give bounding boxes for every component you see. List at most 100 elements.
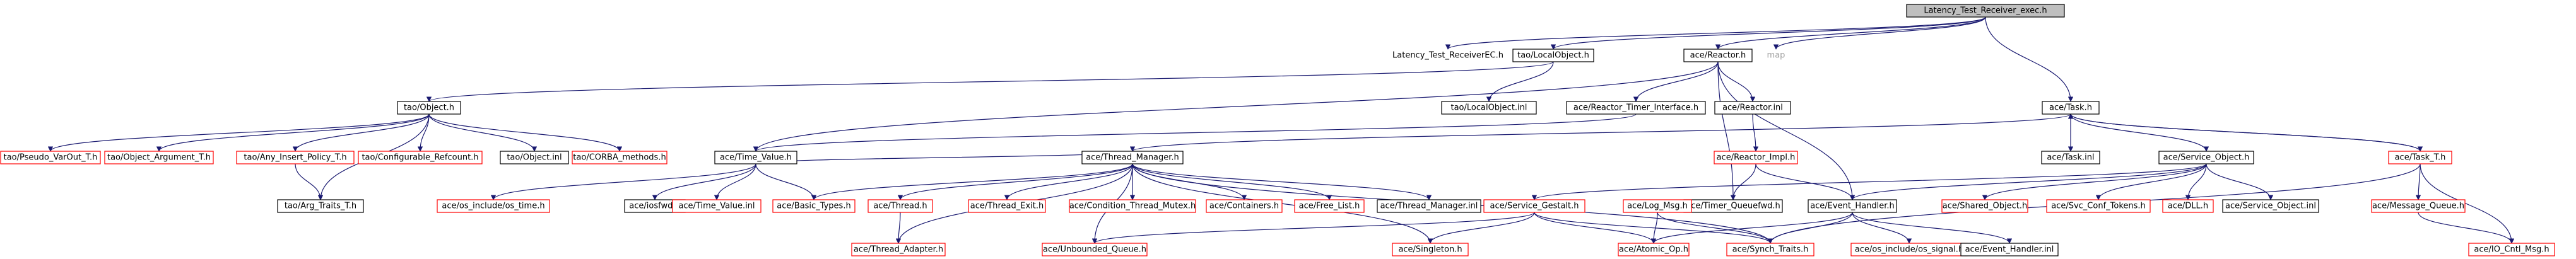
node-label-aceIosfwd: ace/iosfwd.h: [629, 202, 680, 211]
edge-aceEventHandler-to-aceSynchTraits: [1767, 212, 1853, 244]
node-box-taoPseudo: [0, 151, 101, 164]
edge-aceReactor-to-aceEventHandler: [1717, 61, 1856, 200]
node-label-map: map: [1767, 51, 1785, 60]
edge-aceThreadManager-to-aceThread: [897, 163, 1133, 200]
node-box-taoObjectArg: [104, 151, 214, 164]
edge-aceServiceObject-to-aceSvcConfTokens: [2095, 163, 2207, 200]
node-label-aceServiceObject: ace/Service_Object.h: [2163, 153, 2250, 163]
node-aceFreeList[interactable]: ace/Free_List.h: [1294, 199, 1365, 213]
node-aceServiceGestalt[interactable]: ace/Service_Gestalt.h: [1483, 199, 1585, 213]
node-aceIosfwd[interactable]: ace/iosfwd.h: [624, 199, 686, 213]
node-aceEventHandler[interactable]: ace/Event_Handler.h: [1808, 199, 1897, 213]
node-taoAnyInsert[interactable]: tao/Any_Insert_Policy_T.h: [236, 151, 355, 164]
edge-taoObject-to-taoObjectInl: [428, 113, 538, 152]
node-aceServiceObjectInl[interactable]: ace/Service_Object.inl: [2222, 199, 2319, 213]
node-aceReactorInl[interactable]: ace/Reactor.inl: [1714, 101, 1791, 115]
node-aceThreadManagerInl[interactable]: ace/Thread_Manager.inl: [1377, 199, 1481, 213]
edge-aceTimeValue-to-aceTimeValueInl: [714, 163, 756, 200]
node-aceThreadAdapter[interactable]: ace/Thread_Adapter.h: [851, 243, 946, 256]
node-box-aceFreeList: [1294, 199, 1365, 213]
node-aceTaskInl[interactable]: ace/Task.inl: [2041, 151, 2100, 164]
node-aceThreadManager[interactable]: ace/Thread_Manager.h: [1081, 151, 1184, 164]
edge-root-to-taoLocalObject: [1551, 16, 1986, 50]
node-label-aceReactorInl: ace/Reactor.inl: [1722, 103, 1783, 113]
node-aceAtomicOp[interactable]: ace/Atomic_Op.h: [1618, 243, 1690, 256]
node-box-aceOsTime: [437, 199, 550, 213]
node-aceMessageQueue[interactable]: ace/Message_Queue.h: [2371, 199, 2466, 213]
node-label-aceSingleton: ace/Singleton.h: [1398, 245, 1462, 255]
edge-aceTaskT-to-aceIOCntlMsg: [2420, 163, 2515, 244]
node-aceDLL[interactable]: ace/DLL.h: [2162, 199, 2214, 213]
edge-root-to-map: [1773, 16, 1986, 50]
edge-aceTimeValue-to-aceBasicTypes: [755, 163, 817, 200]
node-taoObjectArg[interactable]: tao/Object_Argument_T.h: [104, 151, 214, 164]
node-box-aceEventHandler: [1808, 199, 1897, 213]
node-taoObjectInl[interactable]: tao/Object.inl: [500, 151, 569, 164]
edge-aceServiceGestalt-to-aceSingleton: [1427, 212, 1535, 244]
edge-aceServiceObject-to-aceServiceGestalt: [1532, 163, 2207, 200]
node-aceReactorImpl[interactable]: ace/Reactor_Impl.h: [1714, 151, 1798, 164]
edge-aceThreadManager-to-aceTimeValue: [753, 151, 1133, 164]
node-aceOsSignal[interactable]: ace/os_include/os_signal.h: [1850, 243, 1968, 256]
node-aceSvcConfTokens[interactable]: ace/Svc_Conf_Tokens.h: [2046, 199, 2151, 213]
node-box-taoConfigRef: [358, 151, 483, 164]
node-box-aceTimeValueInl: [672, 199, 762, 213]
edge-aceThreadManager-to-aceBasicTypes: [811, 163, 1133, 200]
node-aceReactorTimer[interactable]: ace/Reactor_Timer_Interface.h: [1566, 101, 1706, 115]
node-aceLogMsg[interactable]: ace/Log_Msg.h: [1623, 199, 1692, 213]
node-box-taoLocalObjectInl: [1441, 101, 1537, 115]
edge-aceTask-to-aceThreadManager: [1130, 113, 2071, 152]
node-aceReactor[interactable]: ace/Reactor.h: [1683, 49, 1753, 62]
node-aceServiceObject[interactable]: ace/Service_Object.h: [2158, 151, 2254, 164]
edge-aceEventHandler-to-aceOsSignal: [1852, 212, 1912, 244]
node-aceTaskT[interactable]: ace/Task_T.h: [2388, 151, 2452, 164]
node-box-aceSvcConfTokens: [2046, 199, 2151, 213]
node-box-aceSingleton: [1392, 243, 1469, 256]
edge-aceThread-to-aceThreadAdapter: [895, 212, 902, 244]
node-aceThread[interactable]: ace/Thread.h: [867, 199, 933, 213]
node-box-aceThread: [867, 199, 933, 213]
node-label-aceFreeList: ace/Free_List.h: [1299, 202, 1360, 211]
node-label-aceServiceGestalt: ace/Service_Gestalt.h: [1490, 202, 1579, 211]
edge-aceServiceObject-to-aceDLL: [2185, 163, 2207, 200]
node-aceOsTime[interactable]: ace/os_include/os_time.h: [437, 199, 550, 213]
node-box-aceUnboundedQueue: [1042, 243, 1148, 256]
node-aceSynchTraits[interactable]: ace/Synch_Traits.h: [1726, 243, 1814, 256]
node-aceContainers[interactable]: ace/Containers.h: [1206, 199, 1283, 213]
node-aceBasicTypes[interactable]: ace/Basic_Types.h: [772, 199, 856, 213]
edge-aceTaskT-to-aceTask: [2067, 113, 2421, 152]
node-aceTimeValueInl[interactable]: ace/Time_Value.inl: [672, 199, 762, 213]
edge-aceLogMsg-to-aceAtomicOp: [1650, 212, 1658, 244]
node-root[interactable]: Latency_Test_Receiver_exec.h: [1906, 4, 2065, 18]
node-box-aceThreadAdapter: [851, 243, 946, 256]
node-aceSingleton[interactable]: ace/Singleton.h: [1392, 243, 1469, 256]
node-label-aceLogMsg: ace/Log_Msg.h: [1627, 202, 1688, 211]
node-box-aceDLL: [2162, 199, 2214, 213]
node-box-taoCorba: [572, 151, 668, 164]
node-aceSharedObject[interactable]: ace/Shared_Object.h: [1941, 199, 2028, 213]
nodes-layer: Latency_Test_Receiver_exec.hLatency_Test…: [0, 4, 2555, 256]
node-taoObject[interactable]: tao/Object.h: [397, 101, 461, 115]
node-taoConfigRef[interactable]: tao/Configurable_Refcount.h: [358, 151, 483, 164]
node-aceIOCntlMsg[interactable]: ace/IO_Cntl_Msg.h: [2468, 243, 2555, 256]
node-aceTask[interactable]: ace/Task.h: [2042, 101, 2100, 115]
edge-taoObject-to-taoAnyInsert: [292, 113, 430, 152]
node-aceTimerQueuefwd[interactable]: ace/Timer_Queuefwd.h: [1683, 199, 1783, 213]
edge-taoAnyInsert-to-taoAnyTraits: [295, 163, 324, 200]
node-box-aceThreadManager: [1081, 151, 1184, 164]
node-aceThreadExit[interactable]: ace/Thread_Exit.h: [968, 199, 1046, 213]
edge-taoObject-to-taoPseudo: [47, 113, 430, 152]
node-label-aceDLL: ace/DLL.h: [2168, 202, 2208, 211]
node-box-aceTimeValue: [714, 151, 797, 164]
node-label-aceOsSignal: ace/os_include/os_signal.h: [1855, 245, 1963, 255]
node-aceEventHandlerInl[interactable]: ace/Event_Handler.inl: [1960, 243, 2059, 256]
node-taoPseudo[interactable]: tao/Pseudo_VarOut_T.h: [0, 151, 101, 164]
node-taoLocalObjectInl[interactable]: tao/LocalObject.inl: [1441, 101, 1537, 115]
edge-aceServiceGestalt-to-aceSynchTraits: [1534, 212, 1773, 244]
node-aceCondThreadMutex[interactable]: ace/Condition_Thread_Mutex.h: [1069, 199, 1196, 213]
node-aceUnboundedQueue[interactable]: ace/Unbounded_Queue.h: [1042, 243, 1148, 256]
node-taoAnyTraits[interactable]: tao/Arg_Traits_T.h: [277, 199, 364, 213]
node-taoLocalObject[interactable]: tao/LocalObject.h: [1512, 49, 1594, 62]
node-taoCorba[interactable]: tao/CORBA_methods.h: [572, 151, 668, 164]
node-aceTimeValue[interactable]: ace/Time_Value.h: [714, 151, 797, 164]
